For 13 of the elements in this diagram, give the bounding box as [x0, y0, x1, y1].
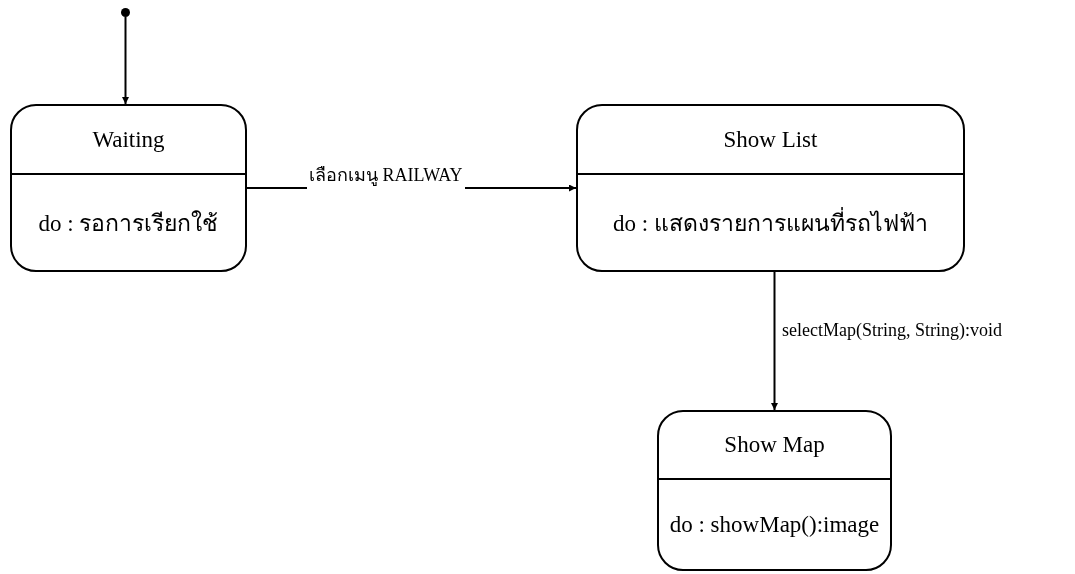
state-box	[657, 410, 892, 571]
initial-state-dot	[121, 8, 130, 17]
state-name: Waiting	[92, 126, 165, 153]
state-name: Show List	[723, 126, 818, 153]
state-activity: do : แสดงรายการแผนที่รถไฟฟ้า	[613, 204, 928, 241]
edge-label: selectMap(String, String):void	[780, 320, 1004, 341]
state-box	[10, 104, 247, 272]
state-activity: do : showMap():image	[669, 511, 880, 538]
arrow	[122, 16, 129, 105]
state-activity: do : รอการเรียกใช้	[38, 209, 219, 238]
state-name: Show Map	[724, 432, 825, 458]
state-box	[576, 104, 965, 272]
arrow	[771, 271, 778, 411]
